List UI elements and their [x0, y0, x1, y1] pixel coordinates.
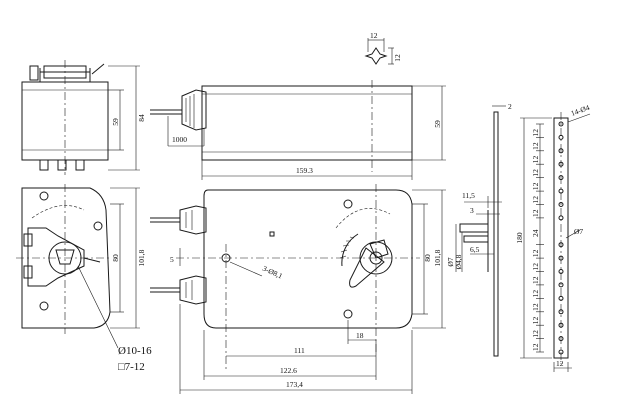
bracket-pitch-label: 12	[531, 249, 540, 257]
bracket-pitch-label: 12	[531, 182, 540, 190]
dia-7-label: Ø7	[446, 257, 455, 266]
bracket-hole	[558, 148, 564, 154]
dim-111-label: 111	[294, 346, 305, 355]
bracket-pitch-label: 12	[531, 276, 540, 284]
star-width-label: 12	[370, 31, 378, 40]
bracket-pitch-label: 12	[531, 317, 540, 325]
bracket-bottom-width-label: 12	[556, 359, 564, 368]
bracket-pitch-label: 12	[531, 156, 540, 164]
bracket-pitch-label: 12	[531, 196, 540, 204]
bracket-pitch-label: 12	[531, 330, 540, 338]
dim-6-5-label: 6,5	[470, 245, 480, 254]
bracket-hole	[558, 134, 564, 140]
cable-length-label: 1000	[172, 135, 187, 144]
bracket-pitch-label: 12	[531, 263, 540, 271]
bracket-hole	[558, 188, 564, 194]
bracket-pitch-label: 12	[531, 169, 540, 177]
bracket-hole	[558, 282, 564, 288]
dia-4-8-label: Ø4,8	[454, 254, 463, 269]
bracket-hole	[558, 295, 564, 301]
top-view: 1000 159.3 59	[150, 80, 446, 180]
star-detail: 12 12	[364, 31, 402, 65]
main-height-inner: 80	[423, 254, 432, 262]
side-height-outer: 84	[137, 114, 146, 122]
bracket-holes-label: 14-Ø4	[570, 103, 591, 118]
side-view: 84 59	[21, 60, 146, 175]
bracket-hole	[558, 215, 564, 221]
shaft-square-label: □7-12	[118, 361, 145, 373]
bracket-pitch-label: 12	[531, 303, 540, 311]
shaft-profile-detail: 11,5 3 Ø7 Ø4,8 6,5	[446, 191, 502, 272]
bracket-length-label: 180	[515, 232, 524, 244]
bracket-hole	[558, 242, 564, 248]
bracket-pitch-label: 12	[531, 343, 540, 351]
dim-11-5-label: 11,5	[462, 191, 475, 200]
bracket-hole	[558, 269, 564, 274]
bracket-pitch-label: 12	[531, 209, 540, 217]
front-height-inner: 80	[111, 254, 120, 262]
front-view: 101,8 80 Ø10-16 □7-12	[16, 184, 152, 373]
bracket-hole-dia-label: Ø7	[574, 227, 583, 236]
dim-5-label: 5	[170, 255, 174, 264]
top-width-label: 159.3	[296, 166, 313, 175]
bracket-strip: 180 14-Ø4 Ø7 121212121212122412121212121…	[515, 103, 591, 372]
dim-18-label: 18	[356, 331, 364, 340]
bracket-side: 2	[492, 102, 512, 357]
bracket-hole	[558, 121, 564, 127]
front-height-outer: 101,8	[137, 249, 146, 266]
dim-173-4-label: 173,4	[286, 380, 303, 389]
hole-diameter-label: 3-Ø8,1	[261, 264, 284, 281]
bracket-hole	[558, 336, 564, 342]
bracket-pitch-group: 12 12 12 12 12 12 12 24 12 12 12 12 12 12 12 12	[531, 123, 544, 353]
star-height-label: 12	[393, 54, 402, 62]
main-view: 5 3-Ø8,1 101,8 80 18 111 122.6 173,4	[150, 184, 446, 394]
bracket-holes-group	[558, 121, 564, 355]
bracket-hole	[558, 175, 564, 181]
bracket-pitch-label: 12	[531, 290, 540, 298]
side-height-inner: 59	[111, 118, 120, 126]
bracket-hole	[558, 309, 564, 315]
bracket-hole	[558, 202, 564, 207]
bracket-hole	[558, 255, 564, 261]
bracket-hole	[558, 161, 564, 167]
top-height-label: 59	[433, 120, 442, 128]
bracket-hole	[558, 349, 564, 355]
dim-3-label: 3	[470, 206, 474, 215]
bracket-thickness-label: 2	[508, 102, 512, 111]
main-height-outer: 101,8	[433, 249, 442, 266]
bracket-pitch-label: 12	[531, 129, 540, 137]
bracket-pitch-label: 24	[531, 229, 540, 237]
dim-122-6-label: 122.6	[280, 366, 297, 375]
bracket-hole	[558, 322, 564, 328]
shaft-diameter-label: Ø10-16	[118, 345, 152, 357]
bracket-pitch-label: 12	[531, 142, 540, 150]
